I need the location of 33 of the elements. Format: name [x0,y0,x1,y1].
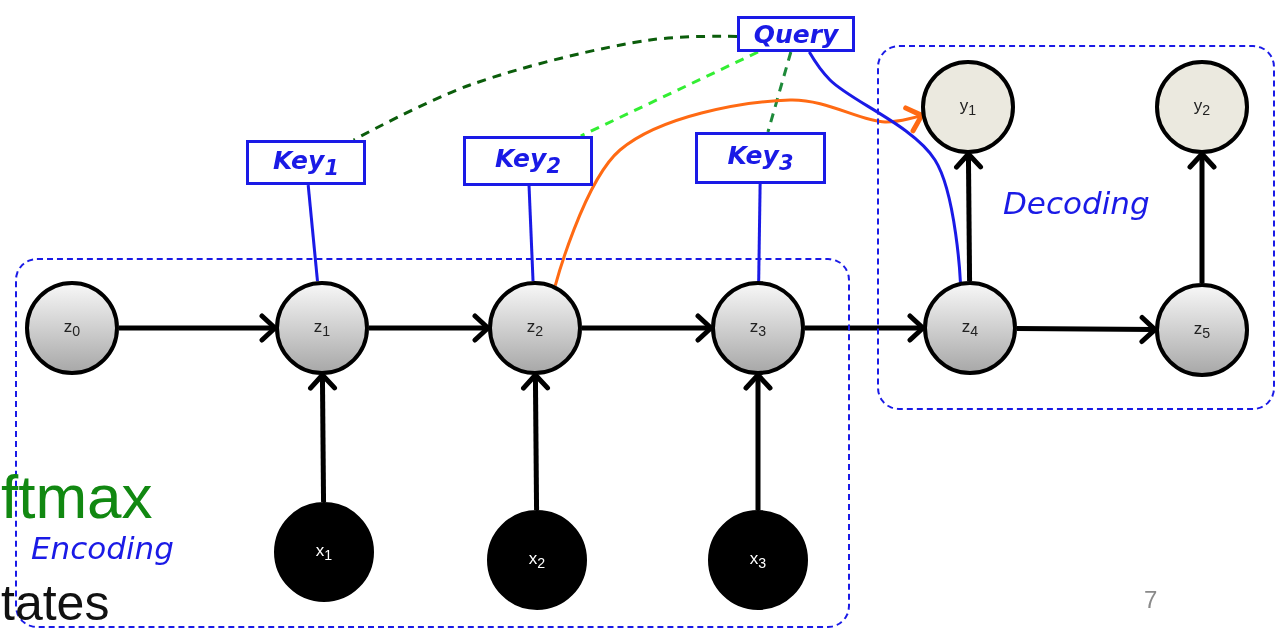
output-circle: y$_{1}$ [921,60,1015,154]
arrow [521,372,550,511]
arrow [954,151,984,282]
connector-line [527,185,535,282]
output-circle: y$_{2}$ [1155,60,1249,154]
connector-line [306,184,319,282]
region-label: Encoding [31,530,174,566]
key-box: Key$_{1}$ [246,140,366,185]
slide-text: ftmax [1,466,153,528]
arrow [308,372,338,502]
arrow [743,372,773,510]
state-circle: z$_{2}$ [488,281,582,375]
key-box: Key$_{2}$ [463,136,593,186]
key-box: Key$_{3}$ [695,132,826,184]
page-number: 7 [1144,588,1158,612]
state-circle: z$_{0}$ [25,281,119,375]
region-label: Decoding [1003,185,1150,221]
input-circle: x$_{3}$ [708,510,808,610]
state-circle: z$_{4}$ [923,281,1017,375]
connector-line [808,51,962,283]
decoding-region [877,45,1275,410]
input-circle: x$_{2}$ [487,510,587,610]
input-circle: x$_{1}$ [274,502,374,602]
connector-line [766,51,793,133]
slide-text: tates [1,578,110,628]
connector-line [352,34,738,142]
query-box: Query [737,16,855,52]
state-circle: z$_{5}$ [1155,283,1249,377]
arrow [1187,151,1217,283]
state-circle: z$_{3}$ [711,281,805,375]
state-circle: z$_{1}$ [275,281,369,375]
connector-line [757,183,762,282]
connector-line [580,50,759,138]
